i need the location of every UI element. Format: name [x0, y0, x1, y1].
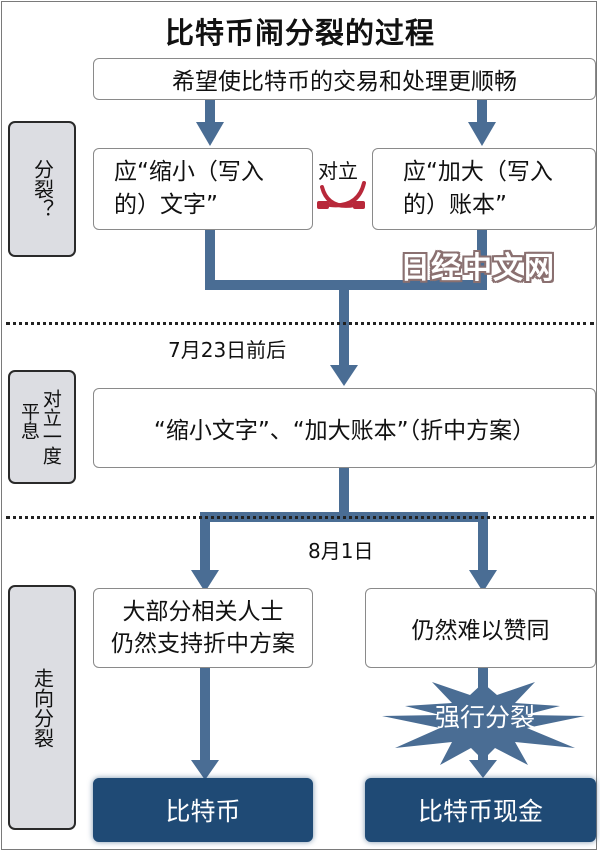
conflict-label: 对立	[318, 159, 358, 183]
result-bitcoin-box: 比特币	[93, 778, 313, 842]
watermark-logo: 日经中文网	[400, 251, 555, 286]
compromise-text: “缩小文字”、“加大账本”（折中方案）	[153, 418, 536, 444]
side-label-text: 分裂？	[30, 159, 55, 219]
diagram-title: 比特币闹分裂的过程	[164, 16, 435, 50]
enlarge-ledger-line1: 应“加大（写入	[403, 158, 553, 185]
connector-merge-right	[477, 228, 487, 290]
goal-box: 希望使比特币的交易和处理更顺畅	[93, 58, 596, 100]
connector-compromise-down	[339, 466, 349, 522]
majority-line1: 大部分相关人士	[122, 598, 284, 625]
side-label-text: 走向分裂	[30, 667, 55, 748]
result-bitcoin-text: 比特币	[165, 797, 241, 826]
forced-split-label: 强行分裂	[434, 703, 535, 732]
side-label-col2: 平息	[18, 402, 40, 440]
crossed-swords-icon	[320, 181, 366, 208]
date-label-jul23: 7月23日前后	[168, 338, 287, 362]
date-label-aug1: 8月1日	[308, 539, 374, 563]
shrink-text-box: 应“缩小（写入 的）文字”	[93, 148, 313, 230]
arrowhead-merge	[330, 365, 358, 386]
arrowhead-split-left	[191, 570, 219, 592]
connector-top-right	[477, 100, 487, 124]
connector-top-left	[205, 100, 215, 124]
majority-line2: 仍然支持折中方案	[111, 631, 295, 657]
disagree-box: 仍然难以赞同	[365, 588, 596, 668]
majority-support-box: 大部分相关人士 仍然支持折中方案	[93, 588, 313, 668]
disagree-text: 仍然难以赞同	[411, 618, 550, 644]
divider-2	[6, 516, 594, 519]
connector-merge-down	[339, 285, 349, 365]
goal-text: 希望使比特币的交易和处理更顺畅	[172, 69, 517, 95]
result-bitcoin-cash-box: 比特币现金	[365, 778, 596, 842]
shrink-text-line1: 应“缩小（写入	[114, 158, 264, 185]
arrowhead-left-final	[191, 760, 219, 780]
side-label-conflict-eased: 平息 对立一度	[8, 370, 76, 484]
connector-split-left	[200, 512, 210, 572]
divider-1	[6, 322, 594, 325]
arrowhead-right-final	[469, 760, 497, 778]
burst-shape	[382, 682, 585, 765]
compromise-box: “缩小文字”、“加大账本”（折中方案）	[93, 388, 596, 468]
connector-left-final	[200, 668, 210, 763]
arrowhead-split-right	[469, 570, 497, 592]
side-label-col1: 对立一度	[39, 389, 62, 465]
enlarge-ledger-box: 应“加大（写入 的）账本”	[372, 148, 596, 230]
result-bitcoin-cash-text: 比特币现金	[417, 797, 543, 826]
side-label-split-question: 分裂？	[8, 121, 76, 257]
enlarge-ledger-line2: 的）账本”	[403, 192, 507, 218]
arrowhead-top-right	[468, 122, 496, 146]
connector-split-right	[478, 512, 488, 572]
side-label-heading-split: 走向分裂	[8, 585, 76, 830]
connector-merge-left	[205, 228, 215, 290]
arrowhead-top-left	[196, 122, 224, 146]
shrink-text-line2: 的）文字”	[114, 192, 218, 218]
